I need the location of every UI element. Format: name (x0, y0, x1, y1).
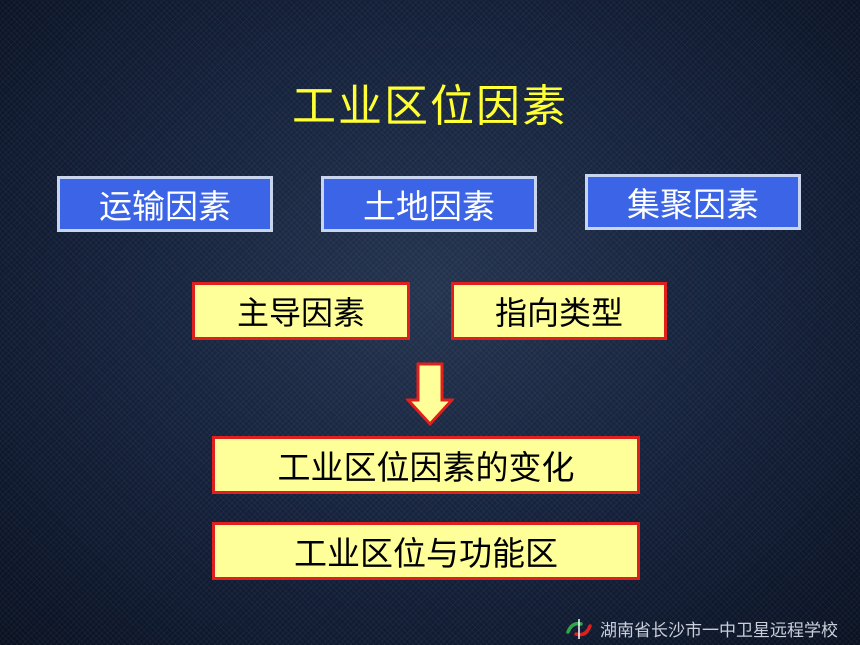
dominant-factor-box: 主导因素 (192, 282, 410, 340)
footer: 湖南省长沙市一中卫星远程学校 (564, 616, 838, 641)
factor-transport-box: 运输因素 (57, 176, 273, 232)
location-function-zone-box: 工业区位与功能区 (212, 522, 640, 580)
factor-land-box: 土地因素 (321, 176, 537, 232)
factor-agglomeration-box: 集聚因素 (585, 174, 801, 230)
orientation-type-box: 指向类型 (451, 282, 667, 340)
footer-text: 湖南省长沙市一中卫星远程学校 (600, 621, 838, 641)
down-arrow-icon (406, 362, 454, 426)
location-change-box: 工业区位因素的变化 (212, 436, 640, 494)
school-logo-icon (566, 618, 592, 639)
slide-title: 工业区位因素 (292, 81, 568, 132)
